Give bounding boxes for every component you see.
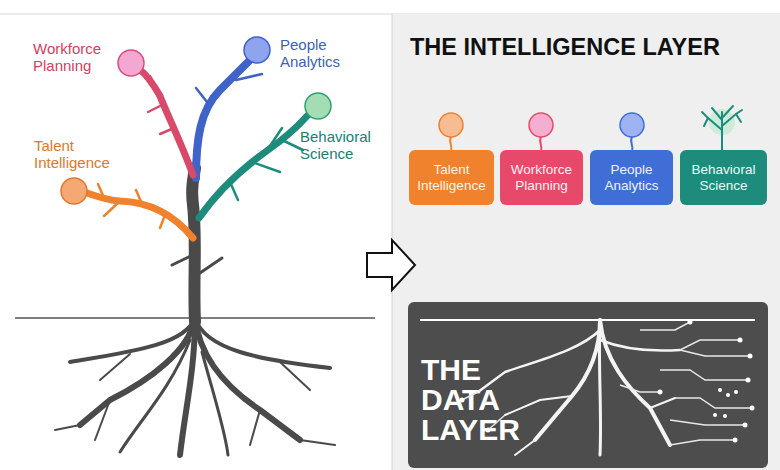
sprout-tree: [736, 114, 741, 122]
branch-twig: [136, 190, 142, 204]
tip-circle: [118, 50, 144, 76]
circuit-dot: [734, 390, 738, 394]
data-root: [478, 330, 600, 392]
circuit-dot: [658, 390, 663, 395]
circuit-dot: [723, 414, 727, 418]
tree-root: [280, 362, 310, 390]
data-root: [650, 398, 675, 408]
layer-heading: THE DATA LAYER: [421, 355, 531, 445]
branch-twig: [230, 182, 238, 200]
branch-blue: [196, 59, 251, 178]
sprout-stem: [450, 137, 451, 150]
branch-twig: [236, 74, 262, 80]
sprout-circle: [620, 113, 644, 137]
layer-label: Talent Intelligence: [413, 162, 490, 193]
branch-label: People Analytics: [280, 36, 360, 71]
sprout-stem: [540, 137, 541, 150]
sprout-tree: [712, 108, 722, 120]
tree-root: [95, 400, 110, 440]
data-root: [600, 340, 680, 351]
tree-root: [202, 352, 228, 455]
data-layer-rule: [420, 319, 755, 321]
circuit-trace: [680, 350, 750, 356]
branch-twig: [148, 104, 164, 112]
tree-root: [250, 410, 260, 445]
transition-arrow: [367, 240, 415, 290]
tip-circle: [244, 37, 270, 63]
circuit-trace: [670, 440, 735, 445]
layer-label: Behavioral Science: [684, 162, 763, 193]
tree-root: [100, 354, 130, 380]
circuit-trace: [680, 340, 740, 350]
branch-twig: [160, 128, 174, 134]
tip-circle: [305, 93, 331, 119]
circuit-dot: [738, 338, 743, 343]
branch-twig: [104, 201, 120, 216]
layer-box: Workforce Planning: [500, 150, 583, 205]
tree-root: [180, 318, 195, 455]
branch-twig: [98, 184, 104, 198]
data-root: [515, 440, 535, 455]
circuit-dot: [750, 406, 755, 411]
circuit-dot: [713, 413, 717, 417]
circuit-dot: [486, 428, 491, 433]
sprout-tree: [722, 106, 733, 118]
branch-twig: [252, 162, 280, 172]
data-root: [505, 396, 572, 415]
circuit-trace: [640, 322, 690, 330]
panel-title: THE INTELLIGENCE LAYER: [410, 34, 720, 61]
circuit-dot: [748, 354, 753, 359]
tree-root: [300, 440, 335, 445]
branch-twig: [160, 215, 165, 228]
layer-label: People Analytics: [594, 162, 669, 193]
circuit-dot: [743, 423, 748, 428]
circuit-trace: [488, 415, 505, 430]
circuit-dot: [460, 398, 465, 403]
circuit-dot: [718, 388, 722, 392]
layer-label: Workforce Planning: [504, 162, 579, 193]
circuit-trace: [462, 392, 478, 400]
branch-twig: [282, 140, 303, 150]
branch-twig: [196, 88, 207, 102]
tree-root: [120, 340, 190, 452]
layer-box: People Analytics: [590, 150, 673, 205]
circuit-trace: [670, 420, 745, 425]
circuit-dot: [688, 320, 693, 325]
tree-trunk: [192, 168, 195, 322]
circuit-trace: [620, 385, 660, 392]
tree-twig: [197, 258, 222, 275]
sprout-tree: [722, 110, 742, 126]
sprout-circle: [529, 113, 553, 137]
sprout-tree: [702, 112, 722, 130]
branch-teal: [199, 115, 308, 218]
tree-twig: [172, 255, 193, 265]
sprout-tree: [704, 118, 708, 126]
tree-root: [55, 425, 80, 430]
circuit-dot: [726, 393, 730, 397]
branch-twig: [266, 128, 282, 152]
circuit-dot: [746, 378, 751, 383]
branch-pink: [139, 69, 193, 175]
data-layer-box: THE DATA LAYER: [408, 302, 768, 468]
circuit-trace: [675, 398, 752, 408]
sprout-stem: [631, 137, 632, 150]
data-root: [599, 320, 600, 455]
branch-label: Behavioral Science: [300, 128, 390, 163]
tip-circle: [61, 178, 87, 204]
branch-label: Workforce Planning: [33, 40, 113, 75]
branch-label: Talent Intelligence: [34, 137, 124, 172]
layer-box: Behavioral Science: [680, 150, 767, 205]
tree-root: [195, 318, 330, 368]
branch-twig: [150, 76, 156, 88]
tree-root: [70, 318, 195, 362]
circuit-dot: [733, 438, 738, 443]
layer-box: Talent Intelligence: [409, 150, 494, 205]
data-root: [535, 320, 600, 440]
sprout-circle: [439, 113, 463, 137]
circuit-trace: [660, 370, 748, 380]
data-root: [600, 320, 670, 445]
right-panel: [392, 14, 780, 470]
